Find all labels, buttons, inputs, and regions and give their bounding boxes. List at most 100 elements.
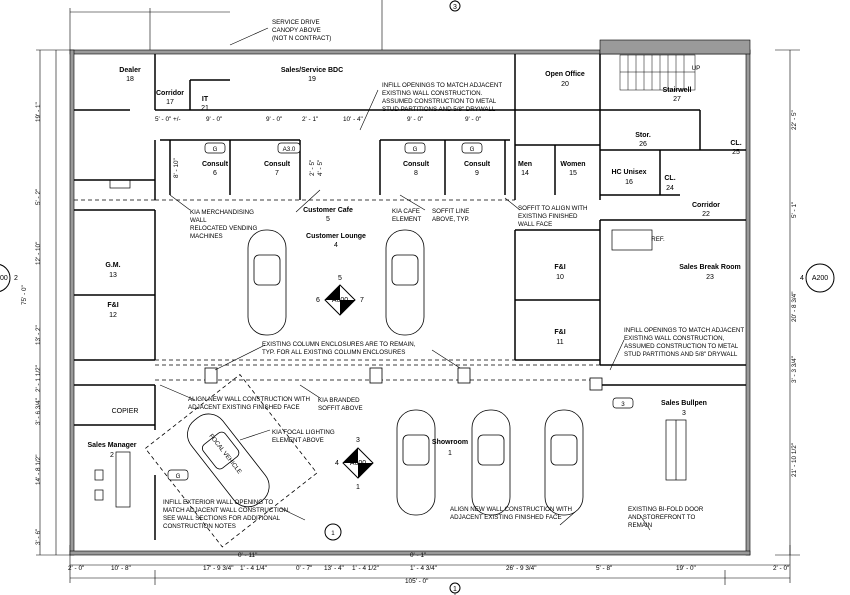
room-label: Dealer: [119, 67, 141, 74]
note-line: STUD PARTITIONS AND 5/8" DRYWALL: [382, 106, 496, 113]
dimension: 3' - 6 3/4": [35, 398, 42, 425]
note-line: CANOPY ABOVE: [272, 27, 321, 34]
room-number: 12: [109, 312, 117, 319]
symbol-labels: 5 A600 6 7 3 A600 4 1 3 1 00 2 A200 4 G …: [0, 4, 828, 593]
tag-label: G: [213, 146, 218, 153]
dimensions-bottom: 2' - 0" 10' - 8" 0' - 11" 17' - 9 3/4" 1…: [68, 552, 789, 585]
note-line: EXISTING WALL CONSTRUCTION.: [382, 90, 483, 97]
dimension: 2' - 1 1/2": [35, 365, 42, 392]
dimension: 21' - 10 1/2": [791, 443, 798, 477]
section-sheet: A600: [350, 460, 366, 467]
room-number: 2: [110, 452, 114, 459]
note-line: ASSUMED CONSTRUCTION TO METAL: [382, 98, 497, 105]
note-line: ELEMENT: [392, 216, 421, 223]
car-lounge-2: [385, 229, 425, 336]
room-label: Open Office: [545, 71, 585, 78]
construction-notes: SERVICE DRIVE CANOPY ABOVE (NOT N CONTRA…: [163, 19, 744, 530]
dimension: 3' - 6": [35, 529, 42, 545]
leader-lines: [159, 27, 651, 531]
room-number: 11: [556, 339, 563, 346]
dimension: 1' - 4 3/4": [410, 565, 437, 572]
section-ref: 1: [356, 484, 360, 491]
room-number: 18: [126, 76, 134, 83]
room-number: 21: [201, 105, 209, 112]
dimension: 14' - 8 1/2": [35, 455, 42, 486]
column-enclosures: [204, 367, 603, 391]
grid-label: 1: [453, 586, 457, 593]
dimension: 19' - 1": [35, 102, 42, 122]
room-label: Consult: [202, 161, 229, 168]
room-label: HC Unisex: [611, 169, 646, 176]
room-label: Men: [518, 161, 532, 168]
dimension: 5' - 8": [596, 565, 612, 572]
tag-label: G: [176, 473, 181, 480]
dimension: 3' - 3 3/4": [791, 356, 798, 383]
dimension: 1' - 4 1/2": [352, 565, 379, 572]
dimension: 22' - 5": [791, 110, 798, 130]
room-label: G.M.: [105, 262, 120, 269]
note-line: INFILL EXTERIOR WALL OPENING TO: [163, 499, 273, 506]
section-symbol-a600-b: [342, 447, 374, 479]
note-line: REMAIN: [628, 522, 652, 529]
room-label: Customer Cafe: [303, 207, 353, 214]
room-label: Sales Break Room: [679, 264, 740, 271]
car-showroom-3: [544, 409, 584, 516]
room-label: Consult: [403, 161, 430, 168]
dimension: 5' - 0" +/-: [155, 116, 181, 123]
section-symbol-a600-a: [324, 284, 356, 316]
room-label: Stairwell: [663, 87, 692, 94]
up-label: UP: [692, 65, 701, 72]
note-line: WALL: [190, 217, 207, 224]
dimension: 4' - 5": [317, 160, 324, 176]
copier-label: COPIER: [112, 408, 139, 415]
room-number: 16: [625, 179, 633, 186]
section-sheet: A600: [332, 297, 348, 304]
room-number: 9: [475, 170, 479, 177]
room-label: Corridor: [692, 202, 720, 209]
dimension: 8' - 10": [173, 158, 180, 178]
room-number: 24: [666, 185, 674, 192]
vehicles: [144, 229, 584, 548]
ref-label: REF.: [651, 236, 665, 243]
tag-boxes: [167, 142, 634, 481]
dimension: 10' - 4": [343, 116, 363, 123]
dimension: 9' - 0": [465, 116, 481, 123]
room-number: 3: [682, 410, 686, 417]
note-line: AND STOREFRONT TO: [628, 514, 695, 521]
room-label: F&I: [554, 329, 565, 336]
dimension: 10' - 8": [111, 565, 131, 572]
room-number: 20: [561, 81, 569, 88]
elevation-ref: 2: [14, 275, 18, 282]
note-line: ASSUMED CONSTRUCTION TO METAL: [624, 343, 739, 350]
note-line: KIA MERCHANDISING: [190, 209, 254, 216]
room-number: 1: [448, 450, 452, 457]
focal-vehicle: [187, 413, 270, 508]
room-number: 23: [706, 274, 714, 281]
room-number: 25: [732, 149, 740, 156]
note-line: KIA BRANDED: [318, 397, 360, 404]
note-line: TYP. FOR ALL EXISTING COLUMN ENCLOSURES: [262, 349, 405, 356]
dimension: 17' - 9 3/4": [203, 565, 234, 572]
room-label: Consult: [464, 161, 491, 168]
section-ref: 4: [335, 460, 339, 467]
dimension: 75' - 0": [21, 285, 28, 305]
dimension: 26' - 9 3/4": [506, 565, 537, 572]
dimension: 0' - 11": [238, 552, 257, 559]
tag-label: 3: [621, 401, 625, 408]
note-line: WALL FACE: [518, 221, 552, 228]
grid-label: 3: [453, 4, 457, 11]
note-line: ADJACENT EXISTING FINISHED FACE: [188, 404, 300, 411]
room-number: 17: [166, 99, 174, 106]
note-line: ELEMENT ABOVE: [272, 437, 324, 444]
note-line: MATCH ADJACENT WALL CONSTRUCTION.: [163, 507, 290, 514]
focal-vehicle-label: FOCAL VEHICLE: [207, 433, 242, 476]
dimension: 12' - 10": [35, 242, 42, 265]
furniture: [94, 179, 687, 508]
room-label: Sales Manager: [87, 442, 136, 449]
note-line: INFILL OPENINGS TO MATCH ADJACENT: [382, 82, 502, 89]
note-line: SERVICE DRIVE: [272, 19, 320, 26]
room-label: Women: [560, 161, 585, 168]
car-showroom-2: [471, 409, 511, 516]
room-number: 27: [673, 96, 681, 103]
dimension: 9' - 0": [206, 116, 222, 123]
